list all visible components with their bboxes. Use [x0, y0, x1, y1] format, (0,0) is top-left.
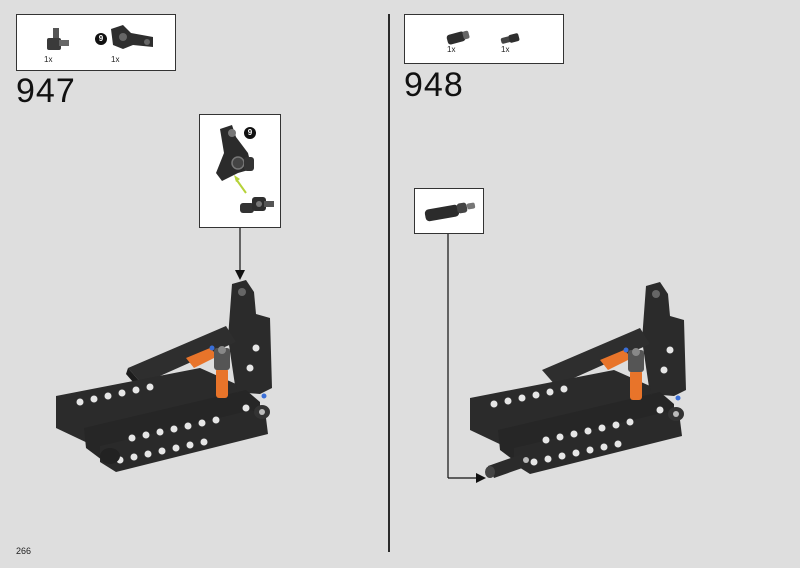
axle-connector-short-icon	[500, 33, 520, 44]
angled-beam-connector-icon	[111, 25, 153, 49]
part-quantity: 1x	[501, 45, 510, 54]
step-divider	[388, 14, 390, 552]
parts-list-box: 1x 1x	[404, 14, 564, 64]
sub-assembly-callout: 9	[199, 114, 281, 228]
axle-connector-long-icon	[446, 30, 470, 45]
part-quantity: 1x	[44, 55, 53, 64]
placement-arrow	[447, 234, 486, 483]
placement-arrow	[235, 228, 245, 280]
guide-arrow-icon	[234, 175, 247, 194]
lego-assembly-model	[56, 280, 272, 472]
lego-assembly-model	[470, 282, 686, 478]
step-number: 947	[16, 72, 76, 110]
step-number: 948	[404, 66, 464, 104]
submodel-badge: 9	[244, 127, 256, 139]
angled-beam-connector-icon	[216, 125, 254, 181]
page-number: 266	[16, 546, 32, 556]
part-quantity: 1x	[111, 55, 120, 64]
axle-connector-long-icon	[424, 202, 476, 222]
axle-pin-connector-icon	[240, 197, 274, 213]
parts-list-box: 1x 9 1x	[16, 14, 176, 71]
part-callout	[414, 188, 484, 234]
part-quantity: 1x	[447, 45, 456, 54]
axle-pin-connector-icon	[47, 28, 69, 50]
submodel-badge: 9	[95, 33, 107, 45]
